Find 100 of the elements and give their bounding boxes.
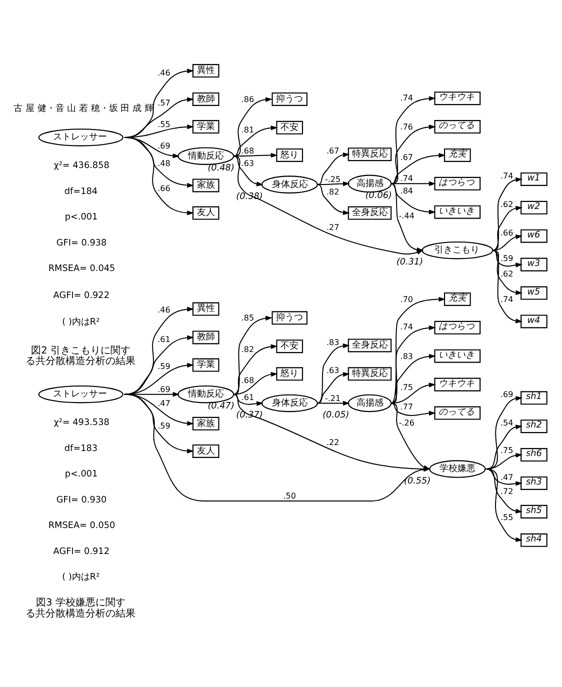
arrow xyxy=(492,206,523,251)
edge-label: .57 xyxy=(158,98,170,108)
arrow xyxy=(390,124,436,184)
arrow xyxy=(390,296,446,404)
edge-label: .74 xyxy=(400,322,414,332)
arrow xyxy=(316,400,350,406)
node-box: sh1 xyxy=(520,391,548,405)
edge-label: -.25 xyxy=(325,175,341,184)
node-ellipse: ストレッサー xyxy=(38,128,124,146)
edge-label: .50 xyxy=(283,492,296,501)
arrow xyxy=(233,394,264,406)
node-box: 全身反応 xyxy=(348,206,392,220)
node-box: 不安 xyxy=(276,340,304,354)
label: ( )内はR² xyxy=(62,572,100,583)
label: ( )内はR² xyxy=(62,318,100,328)
arrow xyxy=(390,96,436,184)
arrow xyxy=(492,177,523,251)
node-box: 友人 xyxy=(192,206,220,220)
node-box: 教師 xyxy=(192,330,220,344)
node-box: のってる xyxy=(434,406,481,420)
edge-label: .55 xyxy=(158,120,170,129)
edge-label: .75 xyxy=(500,446,514,456)
arrow xyxy=(485,468,523,514)
node-box: sh3 xyxy=(520,476,548,490)
edge-label: -.21 xyxy=(325,394,341,403)
arrow xyxy=(233,372,278,395)
node-ellipse: 身体反応 xyxy=(261,394,318,412)
label: χ²= 436.858 xyxy=(54,161,110,172)
edge-label: .54 xyxy=(500,418,514,428)
edge-label: -.44 xyxy=(398,212,414,221)
node-box: 不安 xyxy=(276,120,304,134)
edge-label: .70 xyxy=(400,295,414,304)
arrow xyxy=(390,325,436,404)
edge-label: .82 xyxy=(326,188,340,197)
node-ellipse: ストレッサー xyxy=(38,385,124,404)
edge-label: .66 xyxy=(158,184,170,193)
node-box: sh6 xyxy=(520,448,548,462)
arrow xyxy=(390,402,436,416)
node-label: (0.05) xyxy=(322,410,350,421)
arrow xyxy=(124,136,194,216)
arrow xyxy=(233,316,272,395)
label: df=184 xyxy=(64,186,98,197)
arrow xyxy=(316,184,350,215)
node-box: sh4 xyxy=(520,533,548,547)
arrow xyxy=(390,183,424,252)
edge-label: .77 xyxy=(400,402,414,412)
edge-label: .81 xyxy=(241,125,254,134)
node-box: 充実 xyxy=(444,292,471,306)
edge-label: .69 xyxy=(158,384,170,394)
node-box: 怒り xyxy=(276,367,304,381)
edge-label: .46 xyxy=(158,306,170,315)
edge-label: .69 xyxy=(500,390,514,400)
arrow xyxy=(492,250,523,295)
edge-label: .47 xyxy=(500,472,514,482)
label: 古 屋 健・音 山 若 穂・坂 田 成 輝 xyxy=(14,104,154,114)
node-box: 異性 xyxy=(192,64,220,78)
edge-label: .47 xyxy=(158,399,170,408)
edge-label: .82 xyxy=(241,344,254,354)
edge-label: .85 xyxy=(241,314,254,323)
arrow xyxy=(124,306,194,395)
arrow xyxy=(233,97,272,157)
label: df=183 xyxy=(64,444,98,454)
arrow xyxy=(485,424,523,470)
arrow xyxy=(492,250,523,324)
edge-label: .46 xyxy=(158,68,170,78)
edge-label: .74 xyxy=(500,172,514,181)
label: 図3 学校嫌悪に関する共分散構造分析の結果 xyxy=(26,598,136,620)
node-ellipse: 引きこもり xyxy=(422,241,494,260)
edge-label: .62 xyxy=(500,200,514,209)
edge-label: .63 xyxy=(241,159,254,168)
node-ellipse: 情動反応 xyxy=(178,147,234,165)
node-box: いきいき xyxy=(434,349,481,363)
edge-label: .61 xyxy=(158,335,170,344)
arrow xyxy=(390,354,436,404)
arrow xyxy=(316,181,350,186)
arrow xyxy=(485,468,523,542)
edge-label: .75 xyxy=(400,383,414,392)
edge-label: .86 xyxy=(241,95,254,104)
label: p<.001 xyxy=(64,470,98,480)
node-box: w5 xyxy=(520,286,548,300)
edge-label: .68 xyxy=(241,146,254,156)
node-box: ウキウキ xyxy=(434,92,481,106)
arrow xyxy=(233,156,264,186)
arrow xyxy=(390,382,436,404)
edge-label: .27 xyxy=(326,223,340,232)
label: AGFI= 0.912 xyxy=(53,546,110,557)
node-label: (0.47) xyxy=(208,402,234,412)
arrow xyxy=(485,468,523,486)
node-ellipse: 身体反応 xyxy=(261,176,318,194)
node-ellipse: 学校嫌悪 xyxy=(429,460,486,478)
node-box: 特異反応 xyxy=(348,367,392,381)
node-box: w6 xyxy=(520,229,548,243)
arrow xyxy=(316,152,350,186)
label: 図2 引きこもりに関する共分散構造分析の結果 xyxy=(26,345,136,367)
arrow xyxy=(316,343,350,404)
edge-label: .59 xyxy=(500,254,514,264)
edge-label: .69 xyxy=(158,141,170,150)
edge-label: .59 xyxy=(158,421,170,430)
edge-label: .62 xyxy=(500,269,514,278)
label: GFI= 0.938 xyxy=(56,238,107,248)
